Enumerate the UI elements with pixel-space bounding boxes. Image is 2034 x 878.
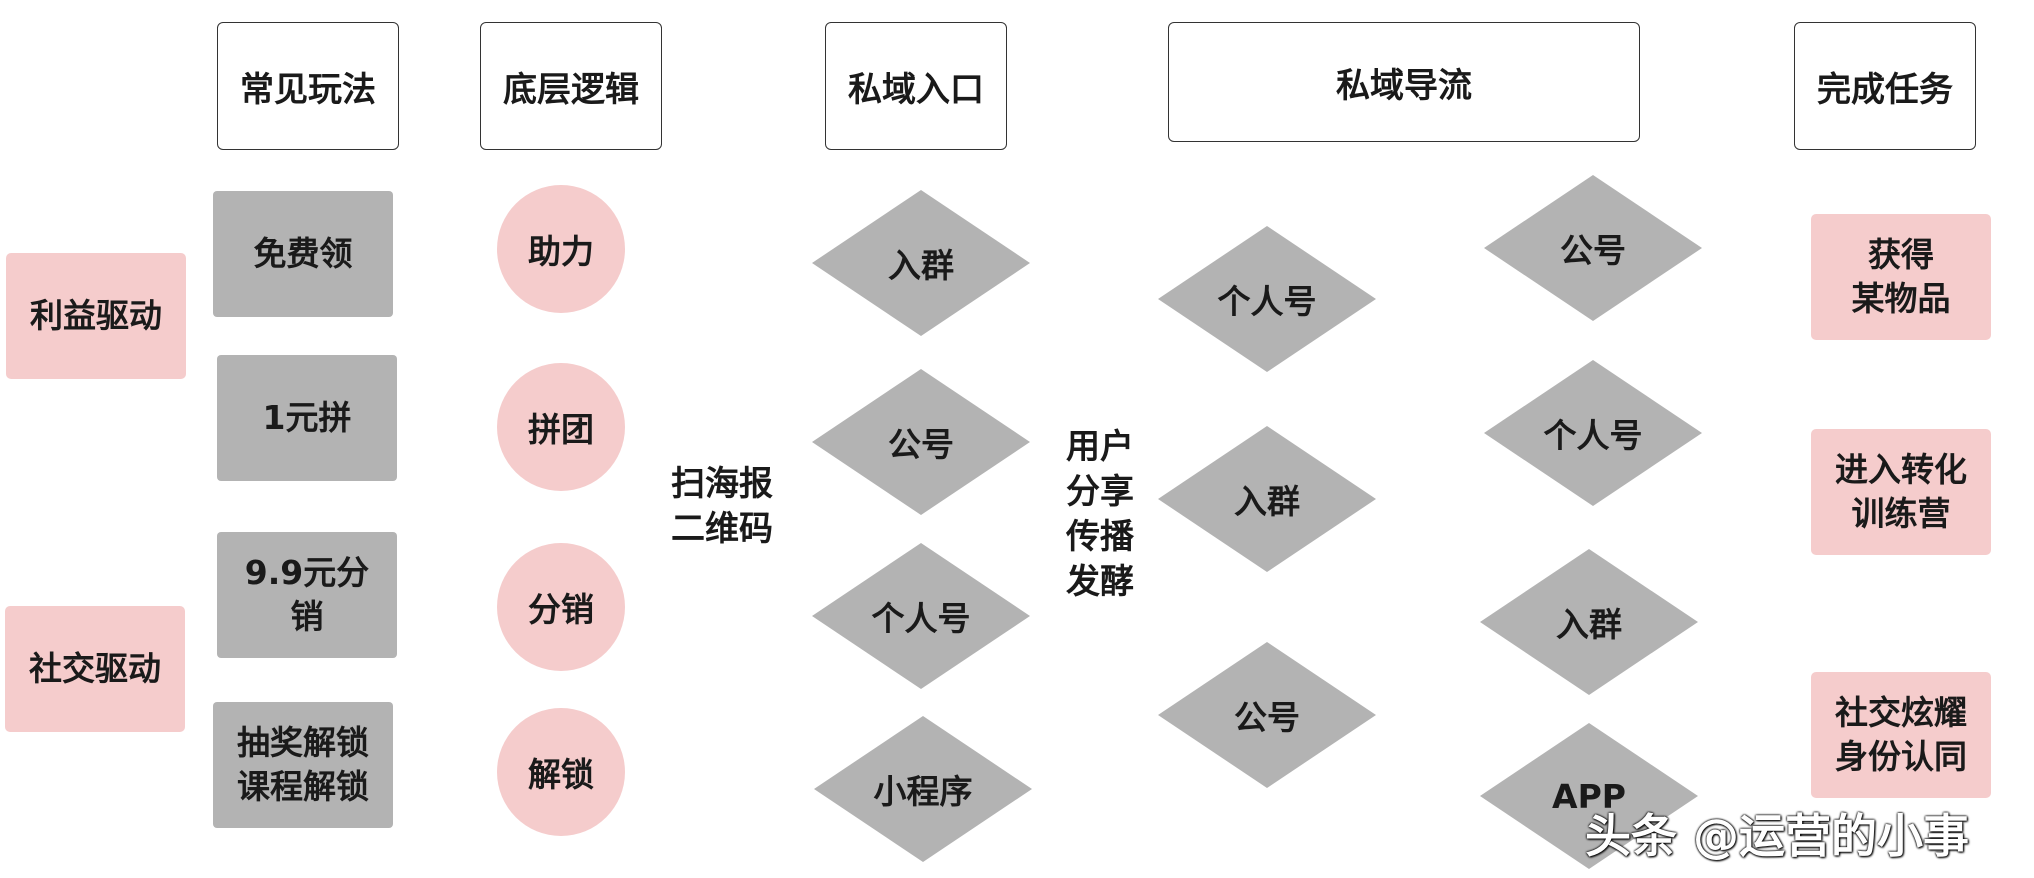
diversion-left-join-group-label: 入群 [1234,482,1300,521]
task-social-showoff: 社交炫耀 身份认同 [1811,672,1991,798]
user-share-label: 用户 分享 传播 发酵 [1066,427,1134,602]
play-free-claim: 免费领 [213,191,393,317]
diversion-right-join-group-label: 入群 [1556,605,1622,644]
logic-unlock: 解锁 [497,708,625,836]
entry-official-account: 公号 [812,369,1030,515]
diversion-right-official: 公号 [1484,175,1702,321]
diversion-left-official: 公号 [1158,642,1376,788]
entry-personal-account-label: 个人号 [871,599,971,638]
diversion-left-official-label: 公号 [1234,698,1300,737]
logic-assist: 助力 [497,185,625,313]
header-complete-task: 完成任务 [1794,22,1976,150]
diversion-right-personal: 个人号 [1484,360,1702,506]
task-obtain-item: 获得 某物品 [1811,214,1991,340]
play-one-yuan-group: 1元拼 [217,355,397,481]
entry-official-account-label: 公号 [888,425,954,464]
entry-mini-program: 小程序 [814,716,1032,862]
driver-benefit: 利益驱动 [6,253,186,379]
driver-social: 社交驱动 [5,606,185,732]
header-underlying-logic: 底层逻辑 [480,22,662,150]
scan-poster-qrcode-label: 扫海报 二维码 [671,464,773,549]
logic-distribution: 分销 [497,543,625,671]
header-common-plays: 常见玩法 [217,22,399,150]
header-private-diversion: 私域导流 [1168,22,1640,142]
play-9-9-distribution: 9.9元分销 [217,532,397,658]
diversion-left-personal: 个人号 [1158,226,1376,372]
entry-mini-program-label: 小程序 [873,772,973,811]
diversion-left-personal-label: 个人号 [1217,282,1317,321]
entry-join-group: 入群 [812,190,1030,336]
diversion-left-join-group: 入群 [1158,426,1376,572]
diversion-right-app: APP [1480,723,1698,869]
diversion-right-join-group: 入群 [1480,549,1698,695]
play-lottery-unlock: 抽奖解锁 课程解锁 [213,702,393,828]
task-enter-training-camp: 进入转化 训练营 [1811,429,1991,555]
entry-personal-account: 个人号 [812,543,1030,689]
watermark-text: 头条 @运营的小事 [1585,809,1970,863]
entry-join-group-label: 入群 [888,246,954,285]
diversion-right-app-label: APP [1552,776,1626,816]
logic-group-buy: 拼团 [497,363,625,491]
diversion-right-personal-label: 个人号 [1543,416,1643,455]
header-private-entry: 私域入口 [825,22,1007,150]
diversion-right-official-label: 公号 [1560,231,1626,270]
